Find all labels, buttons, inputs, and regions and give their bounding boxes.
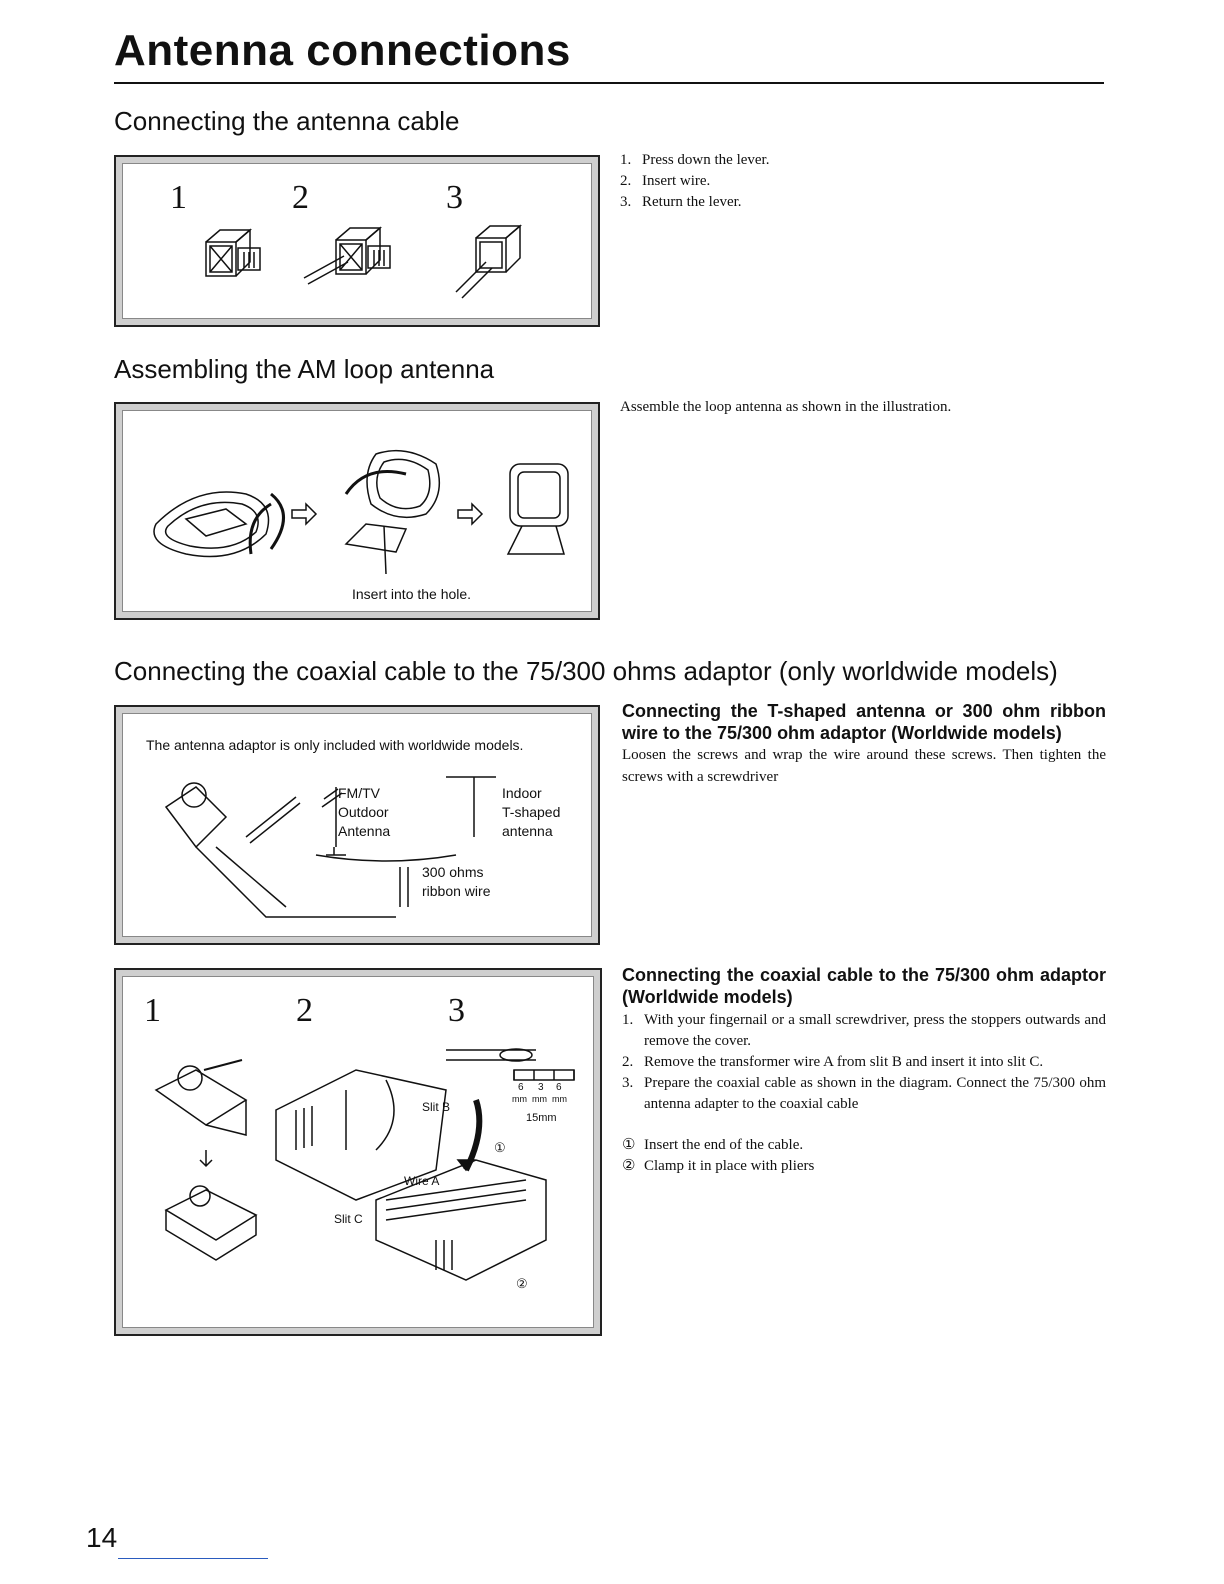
adaptor-note: The antenna adaptor is only included wit… [146,737,523,753]
page-number-rule [118,1558,268,1559]
subsection-t-shaped: Connecting the T-shaped antenna or 300 o… [622,700,1106,788]
section-heading-coaxial: Connecting the coaxial cable to the 75/3… [114,656,1058,687]
figure-step-number: 3 [448,992,465,1030]
page-title: Antenna connections [114,26,571,76]
indoor-label: T-shaped [502,804,560,820]
slit-b-label: Slit B [422,1100,450,1114]
title-rule [114,82,1104,84]
subsection-heading: Connecting the coaxial cable to the 75/3… [622,964,1106,1008]
figure-step-number: 1 [144,992,161,1030]
dim-label: 6 [556,1082,562,1093]
figure-antenna-cable: 1 2 3 [114,155,600,327]
list-item: 1.Press down the lever. [620,150,920,171]
subsection-coaxial: Connecting the coaxial cable to the 75/3… [622,964,1106,1177]
fm-label: Antenna [338,823,390,839]
figure-adaptor-overview: The antenna adaptor is only included wit… [114,705,600,945]
list-item: 2.Remove the transformer wire A from sli… [622,1052,1106,1073]
circle-marker-1: ① [494,1140,506,1156]
list-item: 1.With your fingernail or a small screwd… [622,1010,1106,1052]
wire-a-label: Wire A [404,1174,439,1188]
fm-label: Outdoor [338,804,389,820]
indoor-label: antenna [502,823,553,839]
figure-step-number: 2 [292,179,309,217]
list-item: 3.Return the lever. [620,192,920,213]
dim-total: 15mm [526,1112,557,1124]
circle-marker-2: ② [516,1276,528,1292]
fm-label: FM/TV [338,785,380,801]
list-item: 2.Insert wire. [620,171,920,192]
terminal-illustration [186,222,586,302]
dim-label: 6 [518,1082,524,1093]
figure-step-number: 2 [296,992,313,1030]
dim-unit: mm [552,1094,567,1104]
figure-am-loop: Insert into the hole. [114,402,600,620]
section-heading-am-loop: Assembling the AM loop antenna [114,354,494,385]
ribbon-label: ribbon wire [422,883,490,899]
dim-label: 3 [538,1082,544,1093]
figure-label-insert: Insert into the hole. [352,586,471,602]
figure-step-number: 1 [170,179,187,217]
figure-coaxial-steps: 1 2 3 Slit B Slit C Wire A 6 3 6 [114,968,602,1336]
list-item: 3.Prepare the coaxial cable as shown in … [622,1073,1106,1115]
section-heading-antenna-cable: Connecting the antenna cable [114,106,460,137]
dim-unit: mm [532,1094,547,1104]
am-loop-instruction: Assemble the loop antenna as shown in th… [620,396,1040,418]
page-number: 14 [86,1522,117,1554]
figure-step-number: 3 [446,179,463,217]
ribbon-label: 300 ohms [422,864,483,880]
indoor-label: Indoor [502,785,542,801]
cable-steps-list: 1.Press down the lever. 2.Insert wire. 3… [620,150,920,213]
slit-c-label: Slit C [334,1212,363,1226]
subsection-heading: Connecting the T-shaped antenna or 300 o… [622,700,1106,744]
dim-unit: mm [512,1094,527,1104]
subsection-text: Loosen the screws and wrap the wire arou… [622,744,1106,788]
coaxial-steps-list: 1.With your fingernail or a small screwd… [622,1010,1106,1115]
loop-antenna-illustration [136,434,586,594]
